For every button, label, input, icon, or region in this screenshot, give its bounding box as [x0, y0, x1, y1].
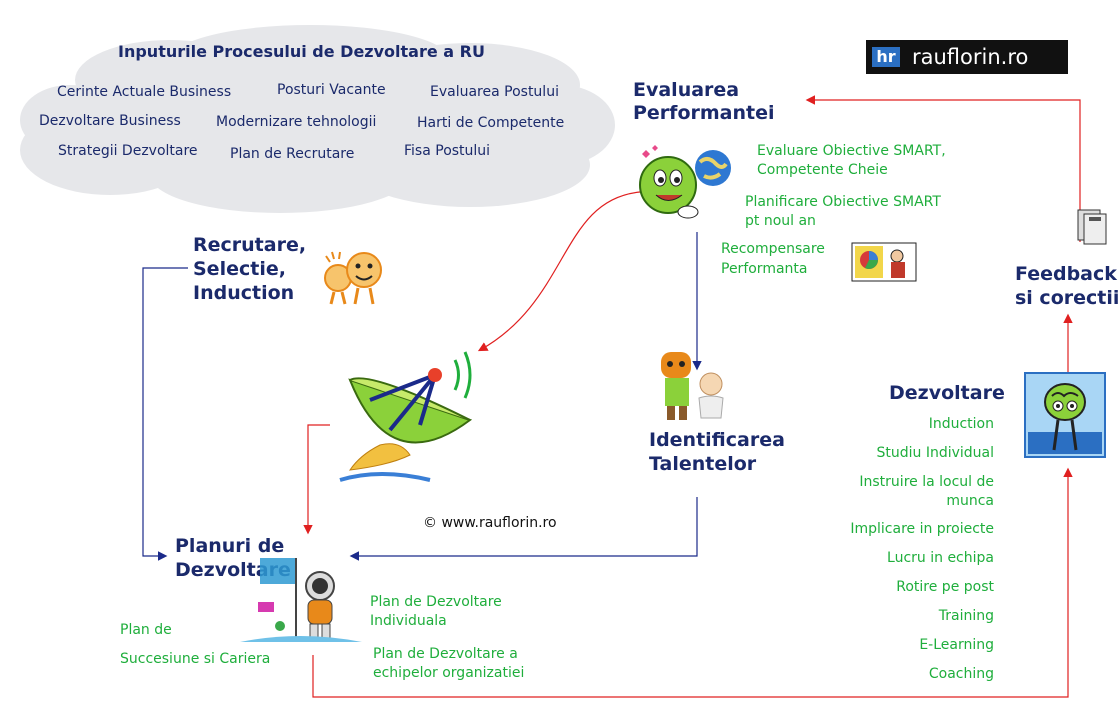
development-item: Lucru in echipa: [887, 550, 994, 566]
feedback-line2: si corectii: [1015, 287, 1120, 309]
performance-item: pt noul an: [745, 213, 816, 229]
performance-title-line1: Evaluarea: [633, 79, 740, 101]
satellite-dish-icon: [339, 351, 473, 482]
cloud-item: Strategii Dezvoltare: [58, 143, 198, 159]
plans-right-item: Individuala: [370, 613, 447, 629]
development-item: Rotire pe post: [896, 579, 994, 595]
smiley-globe-icon: [639, 145, 731, 219]
recruitment-line2: Selectie,: [193, 258, 286, 280]
development-item: Implicare in proiecte: [850, 521, 994, 537]
pumpkin-kids-icon: [661, 352, 724, 420]
performance-item: Evaluare Obiective SMART,: [757, 143, 946, 159]
cloud-item: Plan de Recrutare: [230, 146, 355, 162]
development-title: Dezvoltare: [889, 382, 1005, 404]
documents-icon: [1077, 209, 1107, 245]
cloud-shape: [20, 25, 615, 213]
performance-item: Competente Cheie: [757, 162, 888, 178]
plans-left-item: Plan de: [120, 622, 172, 638]
plans-right-item: Plan de Dezvoltare a: [373, 646, 518, 662]
astronaut-flag-icon: [240, 558, 362, 642]
feedback-line1: Feedback: [1015, 263, 1117, 285]
people-cartoon-icon: [324, 251, 382, 305]
logo-text: rauflorin.ro: [912, 45, 1029, 69]
brain-character-icon: [1024, 372, 1106, 458]
cloud-item: Harti de Competente: [417, 115, 565, 131]
cloud-item: Posturi Vacante: [277, 82, 386, 98]
recruitment-line3: Induction: [193, 282, 295, 304]
cloud-item: Evaluarea Postului: [430, 84, 559, 100]
logo-badge: hr: [872, 47, 900, 67]
talent-line1: Identificarea: [649, 429, 785, 451]
recruitment-line1: Recrutare,: [193, 234, 307, 256]
talent-line2: Talentelor: [649, 453, 757, 475]
development-item: Coaching: [928, 666, 994, 682]
development-item: E-Learning: [919, 637, 994, 653]
plans-right-item: echipelor organizatiei: [373, 665, 525, 681]
performance-title-line2: Performantei: [633, 102, 775, 124]
development-item: munca: [946, 493, 994, 509]
chart-presenter-icon: [851, 242, 917, 282]
development-item: Induction: [928, 416, 994, 432]
development-item: Studiu Individual: [876, 445, 994, 461]
plans-right-item: Plan de Dezvoltare: [370, 594, 502, 610]
plans-title-line1: Planuri de: [175, 535, 285, 557]
development-item: Training: [938, 608, 994, 624]
development-item: Instruire la locul de: [859, 474, 994, 490]
copyright-text: © www.rauflorin.ro: [423, 515, 557, 531]
plans-left-item: Succesiune si Cariera: [120, 651, 271, 667]
cloud-item: Modernizare tehnologii: [216, 114, 377, 130]
performance-item: Recompensare: [721, 241, 825, 257]
cloud-title: Inputurile Procesului de Dezvoltare a RU: [118, 42, 485, 61]
cloud-item: Dezvoltare Business: [39, 113, 181, 129]
performance-item: Performanta: [721, 261, 808, 277]
logo: hr rauflorin.ro: [866, 40, 1068, 74]
cloud-item: Fisa Postului: [404, 143, 491, 159]
cloud-item: Cerinte Actuale Business: [57, 84, 232, 100]
performance-item: Planificare Obiective SMART: [745, 194, 941, 210]
